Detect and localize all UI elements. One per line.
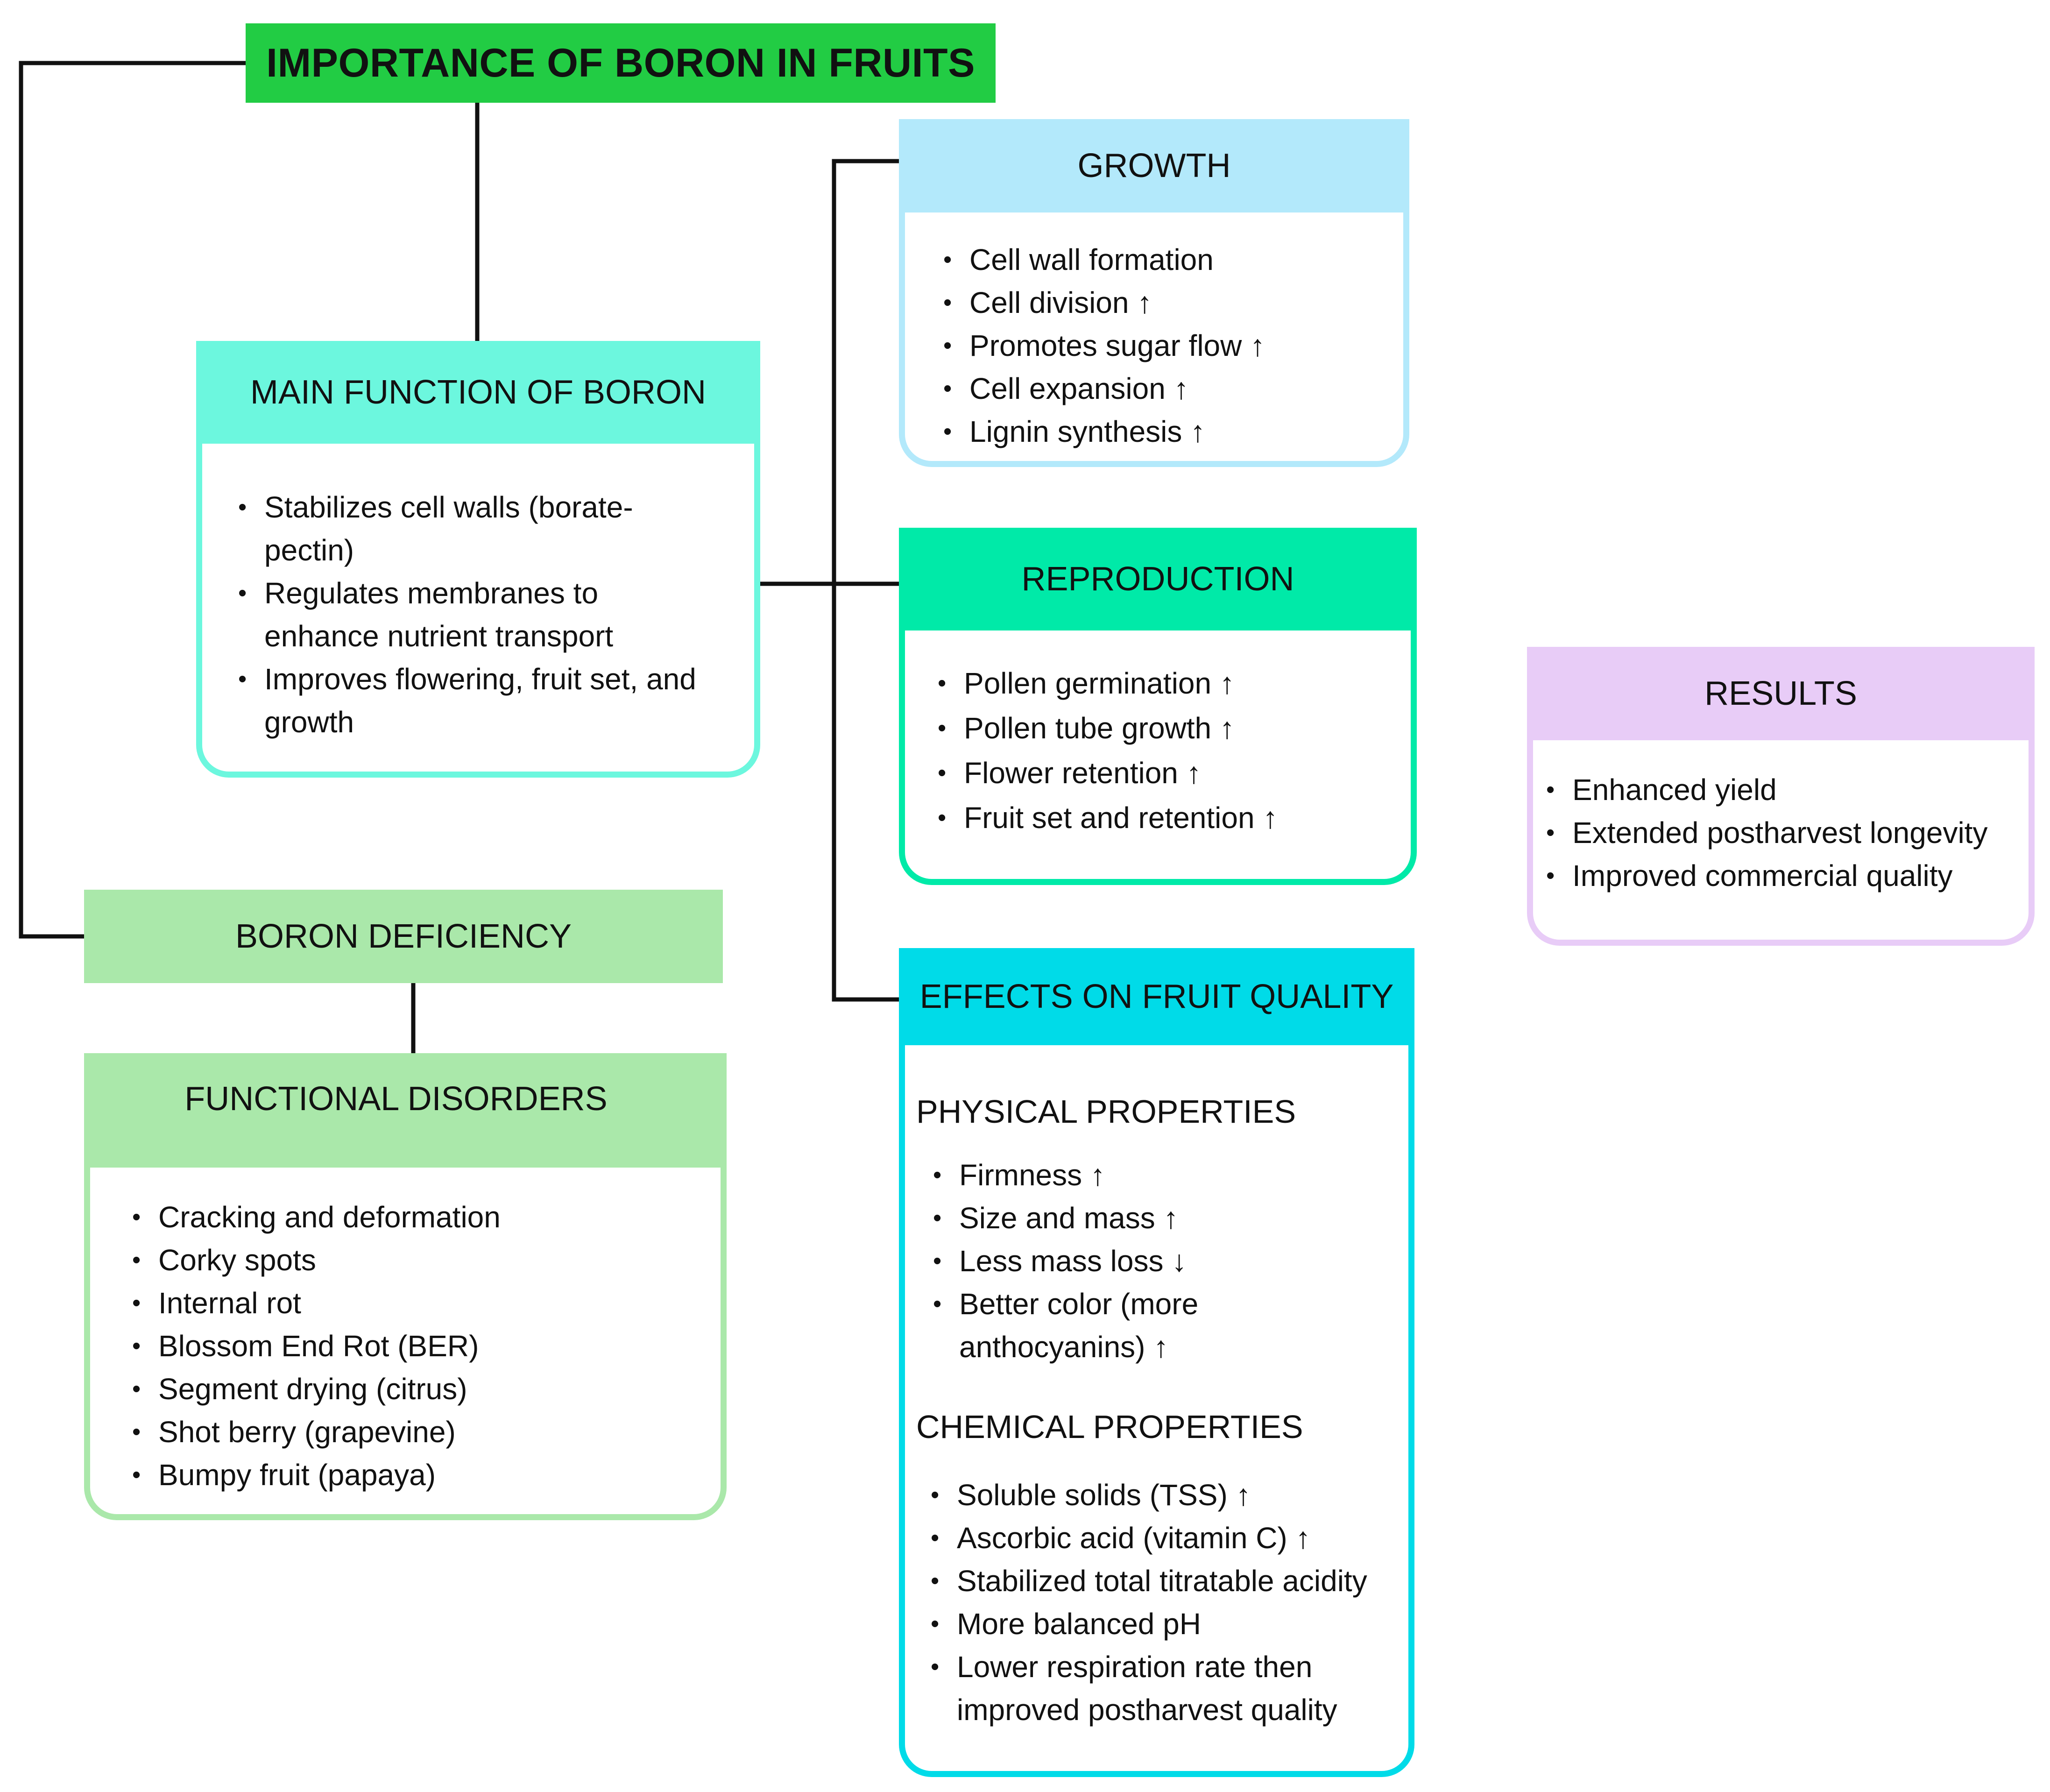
list-item: Cell expansion ↑ [943, 367, 1265, 410]
list-item: Cracking and deformation [132, 1196, 501, 1239]
list-item: Extended postharvest longevity [1546, 811, 1987, 854]
functional-disorders-header: FUNCTIONAL DISORDERS [84, 1053, 727, 1168]
list-item: Better color (more [933, 1282, 1198, 1325]
growth-box: GROWTH Cell wall formation Cell division… [899, 119, 1409, 467]
list-item: Less mass loss ↓ [933, 1240, 1198, 1282]
main-function-box: MAIN FUNCTION OF BORON Stabilizes cell w… [196, 341, 760, 778]
list-item: Regulates membranes to [238, 572, 696, 615]
reproduction-heading: REPRODUCTION [1021, 560, 1294, 598]
list-item: Soluble solids (TSS) ↑ [931, 1473, 1367, 1516]
main-function-heading: MAIN FUNCTION OF BORON [250, 374, 706, 411]
physical-properties-list: Firmness ↑ Size and mass ↑ Less mass los… [933, 1154, 1198, 1368]
functional-disorders-list: Cracking and deformation Corky spots Int… [132, 1196, 501, 1496]
chemical-properties-list: Soluble solids (TSS) ↑ Ascorbic acid (vi… [931, 1473, 1367, 1731]
reproduction-list: Pollen germination ↑ Pollen tube growth … [938, 661, 1278, 840]
list-item: More balanced pH [931, 1602, 1367, 1645]
reproduction-box: REPRODUCTION Pollen germination ↑ Pollen… [899, 528, 1417, 885]
growth-heading: GROWTH [1077, 147, 1231, 184]
list-item: Blossom End Rot (BER) [132, 1325, 501, 1367]
main-function-list: Stabilizes cell walls (borate- pectin) R… [238, 486, 696, 744]
boron-deficiency-heading: BORON DEFICIENCY [235, 918, 572, 955]
list-item: Segment drying (citrus) [132, 1367, 501, 1410]
results-list: Enhanced yield Extended postharvest long… [1546, 768, 1987, 897]
list-item: Cell wall formation [943, 238, 1265, 281]
list-item: Stabilized total titratable acidity [931, 1559, 1367, 1602]
functional-disorders-heading: FUNCTIONAL DISORDERS [184, 1080, 608, 1118]
growth-list: Cell wall formation Cell division ↑ Prom… [943, 238, 1265, 453]
list-item: Bumpy fruit (papaya) [132, 1453, 501, 1496]
list-item: Ascorbic acid (vitamin C) ↑ [931, 1516, 1367, 1559]
functional-disorders-box: FUNCTIONAL DISORDERS Cracking and deform… [84, 1053, 727, 1520]
list-item: Pollen germination ↑ [938, 661, 1278, 706]
diagram-title-box: IMPORTANCE OF BORON IN FRUITS [246, 23, 996, 103]
list-item: Corky spots [132, 1239, 501, 1282]
connector-title-to-deficiency [19, 61, 248, 939]
list-item: Improves flowering, fruit set, and [238, 658, 696, 701]
list-item: Improved commercial quality [1546, 854, 1987, 897]
results-box: RESULTS Enhanced yield Extended postharv… [1527, 647, 2035, 946]
reproduction-header: REPRODUCTION [899, 528, 1417, 630]
results-heading: RESULTS [1704, 675, 1857, 712]
list-item: Fruit set and retention ↑ [938, 795, 1278, 840]
boron-deficiency-box: BORON DEFICIENCY [84, 890, 723, 983]
effects-box: EFFECTS ON FRUIT QUALITY PHYSICAL PROPER… [899, 948, 1414, 1777]
list-item-continuation: improved postharvest quality [957, 1693, 1337, 1727]
list-item: Lignin synthesis ↑ [943, 410, 1265, 453]
effects-header: EFFECTS ON FRUIT QUALITY [899, 948, 1414, 1045]
main-function-header: MAIN FUNCTION OF BORON [196, 341, 760, 444]
list-item: Promotes sugar flow ↑ [943, 324, 1265, 367]
list-item: Shot berry (grapevine) [132, 1410, 501, 1453]
list-item-continuation: pectin) [264, 533, 354, 567]
list-item: Firmness ↑ [933, 1154, 1198, 1197]
list-item: Lower respiration rate then [931, 1645, 1367, 1688]
list-item: Size and mass ↑ [933, 1197, 1198, 1240]
chemical-properties-heading: CHEMICAL PROPERTIES [916, 1409, 1303, 1445]
list-item: Enhanced yield [1546, 768, 1987, 811]
list-item-continuation: anthocyanins) ↑ [959, 1330, 1169, 1364]
list-item-continuation: enhance nutrient transport [264, 619, 614, 653]
effects-heading: EFFECTS ON FRUIT QUALITY [919, 978, 1394, 1015]
list-item: Pollen tube growth ↑ [938, 706, 1278, 751]
list-item: Internal rot [132, 1282, 501, 1325]
list-item: Cell division ↑ [943, 281, 1265, 324]
results-header: RESULTS [1527, 647, 2035, 740]
list-item-continuation: growth [264, 705, 354, 739]
physical-properties-heading: PHYSICAL PROPERTIES [916, 1093, 1296, 1130]
list-item: Stabilizes cell walls (borate- [238, 486, 696, 529]
list-item: Flower retention ↑ [938, 751, 1278, 795]
diagram-title: IMPORTANCE OF BORON IN FRUITS [266, 40, 975, 85]
growth-header: GROWTH [899, 119, 1409, 212]
